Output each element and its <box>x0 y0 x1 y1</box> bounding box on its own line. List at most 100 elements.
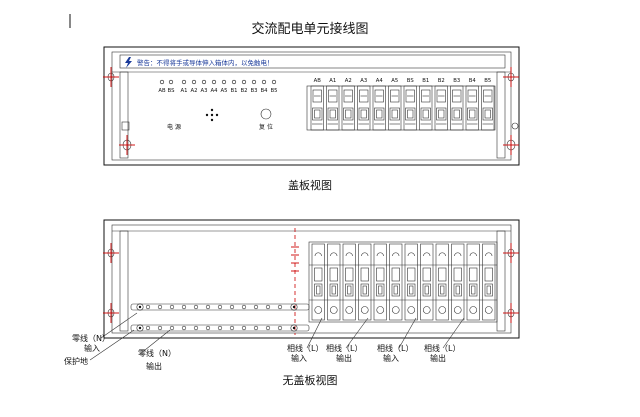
neutral-input-bar <box>130 303 310 311</box>
top-breaker[interactable] <box>310 85 324 131</box>
top-breaker[interactable] <box>419 85 433 131</box>
top-breaker[interactable] <box>372 85 386 131</box>
terminal-screw <box>205 325 211 331</box>
bottom-breaker[interactable] <box>420 243 434 321</box>
label-neutral-output: 零线（N） <box>138 348 176 358</box>
phase-label-2: 相线（L） <box>326 343 362 353</box>
terminal-screw <box>217 304 223 310</box>
indicator-label: A4 <box>211 88 219 94</box>
terminal-screw <box>277 325 283 331</box>
breaker-label: A5 <box>391 78 398 84</box>
indicator-label: A1 <box>181 88 188 94</box>
bottom-breaker-bank <box>308 241 498 323</box>
phase-label-3: 相线（L） <box>377 343 413 353</box>
terminal-screw <box>181 325 187 331</box>
indicator-label: B3 <box>250 88 257 94</box>
indicator-light <box>231 79 237 85</box>
terminal-screw <box>265 304 271 310</box>
phase-dir-1: 输入 <box>291 353 307 363</box>
breaker-label: B5 <box>484 78 491 84</box>
lightning-icon <box>125 57 132 68</box>
terminal-bars <box>130 303 310 332</box>
indicator-light <box>261 79 267 85</box>
top-breaker[interactable] <box>326 85 340 131</box>
bottom-breaker[interactable] <box>482 243 496 321</box>
reset-button-label: 复 位 <box>259 123 273 131</box>
terminal-screw <box>193 304 199 310</box>
label-protective-earth: 保护地 <box>64 356 88 366</box>
phase-dir-3: 输入 <box>383 353 399 363</box>
mounting-hole <box>103 243 119 263</box>
indicator-light <box>168 79 174 85</box>
reset-button[interactable] <box>260 108 272 120</box>
bottom-breaker[interactable] <box>404 243 418 321</box>
top-breaker[interactable] <box>403 85 417 131</box>
mounting-hole <box>503 135 519 155</box>
top-breaker[interactable] <box>388 85 402 131</box>
mounting-hole <box>503 67 519 87</box>
indicator-light <box>271 79 277 85</box>
indicator-light <box>181 79 187 85</box>
top-breaker[interactable] <box>481 85 495 131</box>
breaker-label: BS <box>407 78 415 84</box>
mounting-hole <box>103 67 119 87</box>
bottom-breaker[interactable] <box>327 243 341 321</box>
breaker-label: A2 <box>345 78 352 84</box>
terminal-screw <box>157 325 163 331</box>
indicator-light <box>241 79 247 85</box>
bottom-breaker[interactable] <box>342 243 356 321</box>
bottom-breaker[interactable] <box>435 243 449 321</box>
indicator-light <box>191 79 197 85</box>
terminal-screw <box>145 304 151 310</box>
terminal-screw <box>290 324 298 332</box>
terminal-screw <box>253 325 259 331</box>
mounting-hole <box>119 135 135 155</box>
phase-leader-lines <box>306 317 465 349</box>
phase-dir-2: 输出 <box>336 353 352 363</box>
terminal-screw <box>290 303 298 311</box>
top-breaker[interactable] <box>357 85 371 131</box>
terminal-screw <box>253 304 259 310</box>
bottom-mounting-holes <box>103 243 519 323</box>
bottom-breaker[interactable] <box>451 243 465 321</box>
terminal-screw <box>181 304 187 310</box>
breaker-label: B1 <box>422 78 429 84</box>
breaker-label: A1 <box>329 78 336 84</box>
terminal-screws <box>136 303 298 332</box>
bottom-breaker[interactable] <box>311 243 325 321</box>
power-label: 电 源 <box>167 123 181 131</box>
bottom-breaker[interactable] <box>389 243 403 321</box>
buzzer-dots <box>205 108 219 122</box>
top-breaker[interactable] <box>434 85 448 131</box>
bottom-breaker[interactable] <box>466 243 480 321</box>
phase-label-1: 相线（L） <box>287 343 323 353</box>
indicator-label: A5 <box>221 88 228 94</box>
terminal-screw <box>229 304 235 310</box>
label-input: 输入 <box>84 343 100 353</box>
top-breaker[interactable] <box>465 85 479 131</box>
warning-text: 警告：不得将手或导体伸入箱体内，以免触电！ <box>137 58 274 67</box>
left-leader-lines <box>89 312 171 361</box>
bottom-breaker[interactable] <box>358 243 372 321</box>
terminal-screw <box>217 325 223 331</box>
indicator-label: B5 <box>270 88 277 94</box>
mounting-hole <box>503 243 519 263</box>
terminal-screw <box>229 325 235 331</box>
terminal-screw <box>145 325 151 331</box>
center-ticks <box>291 246 299 272</box>
top-breaker[interactable] <box>450 85 464 131</box>
indicator-label: A3 <box>201 88 208 94</box>
mounting-hole <box>503 303 519 323</box>
bottom-breaker-group <box>311 243 496 321</box>
mounting-hole <box>103 303 119 323</box>
bottom-view-panel <box>103 219 520 339</box>
breaker-label: B4 <box>469 78 477 84</box>
top-breaker[interactable] <box>341 85 355 131</box>
terminal-screw <box>136 324 144 332</box>
bottom-breaker[interactable] <box>373 243 387 321</box>
terminal-screw <box>169 325 175 331</box>
bottom-view-caption: 无盖板视图 <box>283 373 338 387</box>
